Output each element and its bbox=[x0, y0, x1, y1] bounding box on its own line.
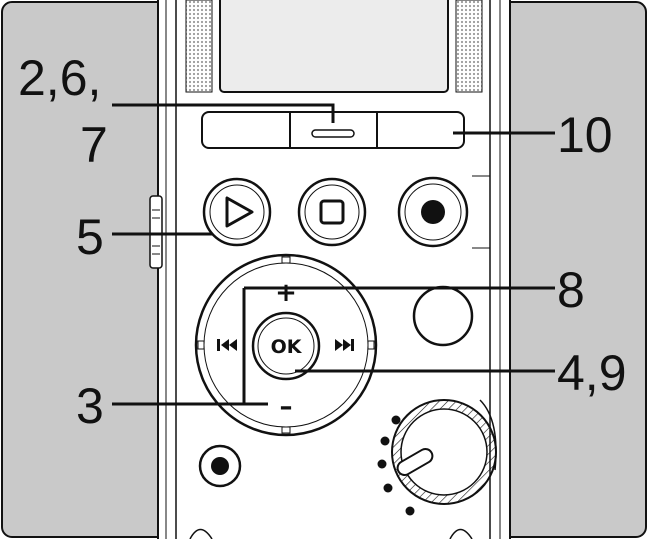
f1-button[interactable] bbox=[203, 113, 289, 147]
next-icon[interactable] bbox=[335, 339, 354, 351]
bottom-lugs bbox=[189, 528, 473, 539]
dial-pointer bbox=[396, 448, 434, 476]
callout-3: 3 bbox=[76, 378, 104, 434]
speaker-grille-left bbox=[185, 0, 213, 93]
volume-dial[interactable] bbox=[377, 399, 497, 516]
record-icon bbox=[421, 200, 445, 224]
ok-label: OK bbox=[271, 336, 303, 358]
display-screen bbox=[219, 0, 449, 93]
speaker-grille-right bbox=[455, 0, 483, 93]
ok-button[interactable]: OK bbox=[251, 311, 321, 381]
menu-button-bar-icon bbox=[311, 129, 355, 138]
record-button[interactable] bbox=[397, 176, 469, 248]
previous-icon[interactable] bbox=[217, 339, 237, 351]
callout-10: 10 bbox=[557, 107, 613, 163]
plus-label[interactable]: + bbox=[275, 278, 297, 308]
stop-icon bbox=[319, 199, 345, 225]
callout-7: 7 bbox=[80, 117, 108, 173]
list-button[interactable] bbox=[412, 285, 474, 347]
callout-5: 5 bbox=[76, 209, 104, 265]
callout-4-9: 4,9 bbox=[557, 345, 627, 401]
f2-button[interactable] bbox=[378, 113, 463, 147]
callout-8: 8 bbox=[557, 262, 585, 318]
leader-lines bbox=[112, 103, 555, 406]
leader-2-6-7 bbox=[112, 103, 335, 123]
stop-button[interactable] bbox=[297, 177, 367, 247]
play-icon bbox=[225, 196, 254, 228]
minus-label[interactable]: – bbox=[280, 392, 293, 422]
play-button[interactable] bbox=[202, 177, 272, 247]
small-record-button[interactable] bbox=[198, 444, 242, 488]
callout-2-6: 2,6, bbox=[18, 50, 101, 106]
function-button-bar bbox=[201, 111, 465, 149]
side-switch[interactable] bbox=[149, 195, 163, 269]
